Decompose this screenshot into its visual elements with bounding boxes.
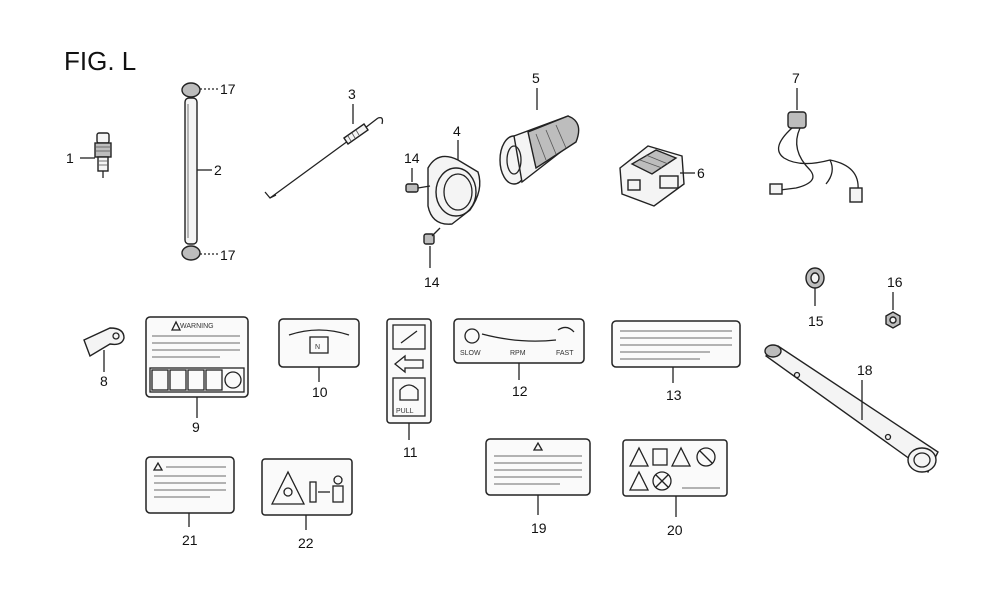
callout-12: 12	[512, 383, 528, 399]
grip-part	[499, 115, 580, 185]
gauge-label-10: N	[278, 318, 360, 368]
label-9-heading: WARNING	[180, 323, 214, 330]
cover-part	[427, 155, 481, 225]
callout-13: 13	[666, 387, 682, 403]
callout-9: 9	[192, 419, 200, 435]
tube-wrench-part	[764, 344, 939, 474]
callout-14-lower: 14	[424, 274, 440, 290]
label-10-letter: N	[315, 344, 320, 351]
label-11-text: PULL	[396, 408, 414, 415]
screw-part-lower	[423, 227, 441, 245]
callout-5: 5	[532, 70, 540, 86]
warning-label-9: WARNING	[145, 316, 249, 398]
callout-7: 7	[792, 70, 800, 86]
rod-part	[181, 82, 201, 261]
rpm-label-12: SLOW RPM FAST	[453, 318, 585, 364]
callout-8: 8	[100, 373, 108, 389]
key-part	[83, 327, 125, 358]
callout-21: 21	[182, 532, 198, 548]
nut-part	[885, 311, 901, 329]
callout-19: 19	[531, 520, 547, 536]
callout-16: 16	[887, 274, 903, 290]
callout-20: 20	[667, 522, 683, 538]
callout-17-bottom: 17	[220, 247, 236, 263]
figure-title: FIG. L	[64, 46, 136, 76]
info-label-13	[611, 320, 741, 368]
spring-link-part	[264, 116, 384, 199]
wire-harness-part	[769, 111, 863, 203]
callout-1: 1	[66, 150, 74, 166]
callout-14-upper: 14	[404, 150, 420, 166]
callout-22: 22	[298, 535, 314, 551]
callout-17-top: 17	[220, 81, 236, 97]
label-12-slow: SLOW	[460, 350, 481, 357]
pull-decal-11: PULL	[386, 318, 432, 424]
washer-part	[805, 267, 825, 289]
label-12-fast: FAST	[556, 350, 574, 357]
callout-18: 18	[857, 362, 873, 378]
spark-plug-part	[94, 132, 112, 178]
warning-label-21	[145, 456, 235, 514]
pictogram-label-20	[622, 439, 728, 497]
callout-6: 6	[697, 165, 705, 181]
callout-10: 10	[312, 384, 328, 400]
label-12-rpm: RPM	[510, 350, 526, 357]
callout-3: 3	[348, 86, 356, 102]
pictogram-label-22	[261, 458, 353, 516]
switch-part	[619, 145, 685, 207]
callout-15: 15	[808, 313, 824, 329]
callout-4: 4	[453, 123, 461, 139]
callout-11: 11	[403, 444, 418, 460]
callout-2: 2	[214, 162, 222, 178]
screw-part-upper	[405, 183, 431, 193]
warning-label-19	[485, 438, 591, 496]
